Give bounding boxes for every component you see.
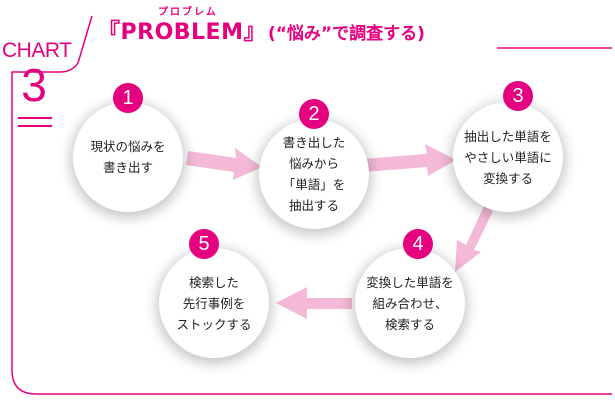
step-2-line-2: 悩みから [288, 156, 339, 171]
step-5-line-2: 先行事例を [182, 295, 246, 311]
step-2-line-1: 書き出した [282, 135, 346, 150]
step-3-badge: 3 [503, 81, 533, 111]
title-sub: (“悩み”で調査する) [267, 24, 425, 44]
step-2-line-4: 抽出する [288, 198, 339, 213]
step-5-badge: 5 [189, 229, 219, 259]
step-4-badge: 4 [403, 229, 433, 259]
step-3-line-1: 抽出した単語を [464, 128, 552, 144]
step-1-line-1: 現状の悩みを [90, 139, 166, 154]
step-2-text: 書き出した 悩みから 「単語」を 抽出する [259, 119, 369, 229]
step-1-circle: 現状の悩みを 書き出す [73, 102, 183, 212]
step-3-line-3: 変換する [482, 170, 533, 186]
step-3-circle: 抽出した単語を やさしい単語に 変換する [453, 102, 563, 212]
arrow-4-to-5 [276, 287, 352, 319]
step-4-line-1: 変換した単語を [366, 274, 454, 290]
step-4-text: 変換した単語を 組み合わせ、 検索する [355, 248, 465, 358]
step-1-badge: 1 [113, 83, 143, 113]
step-2-line-3: 「単語」を [282, 177, 346, 192]
step-5-circle: 検索した 先行事例を ストックする [159, 248, 269, 358]
step-5-line-3: ストックする [176, 316, 252, 332]
arrow-3-to-4 [455, 206, 493, 272]
step-2-circle: 書き出した 悩みから 「単語」を 抽出する [259, 119, 369, 229]
chart-label: CHART [2, 39, 72, 62]
step-2-badge: 2 [299, 99, 329, 129]
frame-border [11, 15, 612, 395]
step-3-line-2: やさしい単語に [464, 149, 552, 165]
step-5-text: 検索した 先行事例を ストックする [159, 248, 269, 358]
step-3-text: 抽出した単語を やさしい単語に 変換する [453, 102, 563, 212]
chart-number: 3 [21, 59, 47, 111]
step-4-line-2: 組み合わせ、 [372, 295, 448, 311]
step-1-text: 現状の悩みを 書き出す [73, 102, 183, 212]
step-5-line-1: 検索した [188, 274, 239, 290]
title-main: 『PROBLEM』 [98, 20, 266, 45]
arrow-1-to-2 [186, 148, 262, 180]
page-title: 『PROBLEM』(“悩み”で調査する) [98, 18, 425, 49]
arrow-2-to-3 [362, 144, 456, 176]
step-4-circle: 変換した単語を 組み合わせ、 検索する [355, 248, 465, 358]
step-4-line-3: 検索する [384, 316, 435, 332]
title-ruby: プロブレム [158, 7, 218, 18]
step-1-line-2: 書き出す [102, 160, 153, 175]
